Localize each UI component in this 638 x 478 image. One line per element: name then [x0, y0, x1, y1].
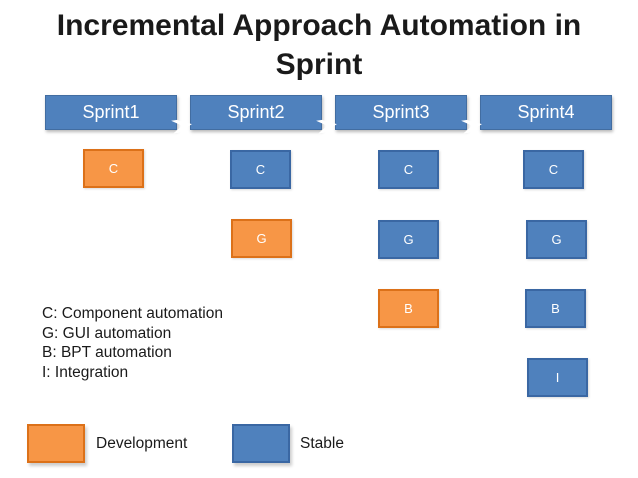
legend-swatch-development: [27, 424, 85, 463]
box-sprint3-component: C: [378, 150, 439, 189]
key-line-integration: I: Integration: [42, 363, 129, 381]
sprint3-header: Sprint3: [335, 95, 467, 130]
box-letter: C: [548, 162, 559, 177]
box-sprint2-component: C: [230, 150, 291, 189]
slide-title-line2: Sprint: [275, 48, 363, 81]
sprint3-header-label: Sprint3: [372, 102, 430, 122]
process-arrow-icon: [316, 115, 340, 135]
box-sprint1-component: C: [83, 149, 144, 188]
legend-label-stable: Stable: [300, 435, 344, 452]
sprint1-header-label: Sprint1: [82, 102, 140, 122]
box-letter: G: [256, 231, 267, 246]
box-sprint3-bpt: B: [378, 289, 439, 328]
box-sprint4-gui: G: [526, 220, 587, 259]
slide-title: Incremental Approach Automation in Sprin…: [0, 6, 638, 84]
abbreviation-key: C: Component automation G: GUI automatio…: [42, 304, 223, 382]
box-letter: C: [403, 162, 414, 177]
box-letter: G: [551, 232, 562, 247]
key-line-bpt: B: BPT automation: [42, 344, 172, 361]
box-sprint2-gui: G: [231, 219, 292, 258]
key-line-component: C: Component automation: [42, 305, 223, 322]
key-line-gui: G: GUI automation: [42, 324, 172, 342]
box-letter: G: [403, 232, 414, 247]
box-letter: B: [551, 301, 560, 316]
legend-swatch-stable: [232, 424, 290, 463]
box-sprint4-bpt: B: [525, 289, 586, 328]
box-letter: B: [404, 301, 413, 316]
sprint4-header: Sprint4: [480, 95, 612, 130]
box-sprint4-component: C: [523, 150, 584, 189]
box-sprint4-integration: I: [527, 358, 588, 397]
box-sprint3-gui: G: [378, 220, 439, 259]
process-arrow-icon: [461, 115, 485, 135]
box-letter: I: [555, 370, 560, 385]
process-arrow-icon: [171, 115, 195, 135]
sprint1-header: Sprint1: [45, 95, 177, 130]
legend-label-development: Development: [96, 435, 188, 452]
box-letter: C: [108, 161, 119, 176]
box-letter: C: [255, 162, 266, 177]
sprint2-header-label: Sprint2: [227, 102, 285, 122]
slide-title-line1: Incremental Approach Automation in: [56, 9, 582, 42]
sprint4-header-label: Sprint4: [517, 102, 575, 122]
sprint2-header: Sprint2: [190, 95, 322, 130]
